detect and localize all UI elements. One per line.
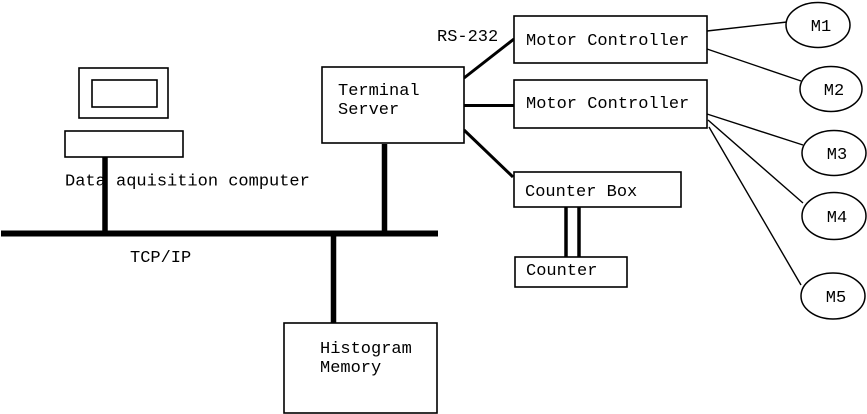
- motor-line-m5: [708, 126, 802, 286]
- computer-keyboard-icon: [64, 130, 184, 158]
- motor-line-m3: [706, 113, 804, 146]
- motor-m2-ellipse: [799, 65, 863, 113]
- motor-m5-ellipse: [800, 272, 866, 320]
- motor-m1-label: M1: [811, 18, 831, 37]
- terminal-server-label-line1: Terminal: [338, 82, 420, 101]
- counter-box: [514, 256, 628, 288]
- histogram-memory-box: [283, 322, 438, 414]
- counter-box-box: [513, 171, 682, 208]
- motor-m2-label: M2: [824, 82, 844, 101]
- tcpip-label: TCP/IP: [130, 249, 191, 268]
- counter-label: Counter: [526, 262, 597, 281]
- motor-line-m2: [706, 48, 802, 82]
- counter-box-label: Counter Box: [525, 183, 637, 202]
- motor-m4-label: M4: [827, 209, 847, 228]
- motor-controller-1-box: [513, 15, 708, 64]
- motor-controller-2-label: Motor Controller: [526, 95, 689, 114]
- motor-controller-1-label: Motor Controller: [526, 32, 689, 51]
- motor-m4-ellipse: [801, 191, 867, 241]
- terminal-server-label-line2: Server: [338, 101, 399, 120]
- terminal-server-box: [321, 66, 465, 144]
- serial-link-to-counter-box: [462, 128, 515, 179]
- motor-m5-label: M5: [826, 289, 846, 308]
- motor-m3-label: M3: [827, 146, 847, 165]
- motor-m3-ellipse: [801, 129, 867, 177]
- motor-line-m1: [706, 21, 788, 32]
- computer-screen-icon: [91, 79, 158, 108]
- rs232-label: RS-232: [437, 28, 498, 47]
- motor-controller-2-box: [513, 79, 708, 129]
- computer-label: Data aquisition computer: [65, 173, 310, 192]
- serial-link-to-motor-controller-1: [463, 37, 515, 80]
- motor-m1-ellipse: [785, 1, 851, 49]
- motor-line-m4: [707, 119, 804, 204]
- histogram-memory-label-line1: Histogram: [320, 340, 412, 359]
- histogram-memory-label-line2: Memory: [320, 359, 381, 378]
